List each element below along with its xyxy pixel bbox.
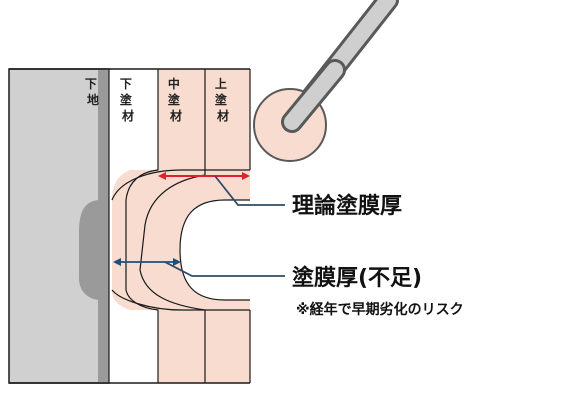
middlecoat-boundary-line [139,69,206,383]
roller-brush-icon [253,0,399,162]
coat-flange-overlay [112,170,158,310]
theoretical-thickness-label: 理論塗膜厚 [292,193,402,219]
theoretical-leader-line [214,175,285,206]
label-topcoat: 上 塗 材 [215,76,231,123]
actual-thickness-label: 塗膜厚(不足) [292,265,422,291]
label-middlecoat: 中 塗 材 [168,76,184,123]
risk-note-label: ※経年で早期劣化のリスク [296,301,464,318]
substrate-bump [79,200,98,300]
label-undercoat: 下 塗 材 [120,77,136,123]
theoretical-thickness-arrow [158,172,250,180]
undercoat-boundary-line [125,69,159,383]
label-substrate: 下 地 [85,77,101,107]
coat-outline [111,69,251,383]
undercoat-flange [109,69,158,383]
substrate-edge [98,69,109,383]
actual-leader-line [164,261,285,277]
